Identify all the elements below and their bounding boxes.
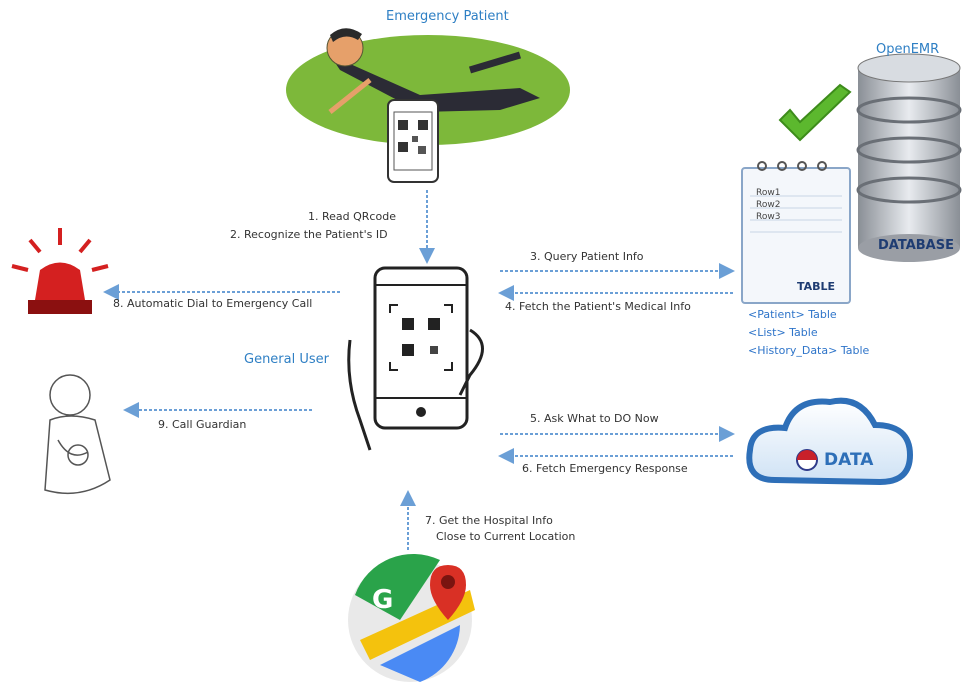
maps-letter: G [372,585,394,615]
step-8-label: 8. Automatic Dial to Emergency Call [113,297,313,310]
checkmark-icon [778,83,852,142]
history-table-label: <History_Data> Table [748,344,870,357]
data-cloud-icon [746,397,914,486]
general-user-title: General User [244,352,329,367]
database-icon [856,53,962,262]
emergency-patient-title: Emergency Patient [386,9,509,24]
maps-location-icon [348,553,475,682]
step-4-label: 4. Fetch the Patient's Medical Info [505,300,691,313]
list-table-label: <List> Table [748,326,818,339]
table-row-1: Row1 [756,188,781,198]
step-5-label: 5. Ask What to DO Now [530,412,659,425]
step-2-label: 2. Recognize the Patient's ID [230,228,388,241]
patient-qr-phone-icon [387,99,439,183]
siren-icon [11,228,109,314]
patient-table-label: <Patient> Table [748,308,837,321]
data-cloud-label: DATA [824,450,874,470]
openemr-title: OpenEMR [876,42,940,57]
step-7-label: 7. Get the Hospital Info [425,514,553,527]
flow-arrows [103,190,735,550]
table-label: TABLE [797,280,836,293]
table-notepad-icon [741,161,851,304]
table-row-2: Row2 [756,200,781,210]
table-row-3: Row3 [756,212,781,222]
step-3-label: 3. Query Patient Info [530,250,644,263]
step-7-sublabel: Close to Current Location [436,530,576,543]
step-6-label: 6. Fetch Emergency Response [522,462,688,475]
step-1-label: 1. Read QRcode [308,210,396,223]
database-label: DATABASE [878,238,954,253]
user-phone-icon [347,266,484,451]
emergency-patient-illustration [286,28,570,145]
step-9-label: 9. Call Guardian [158,418,247,431]
guardian-sketch [44,374,111,495]
